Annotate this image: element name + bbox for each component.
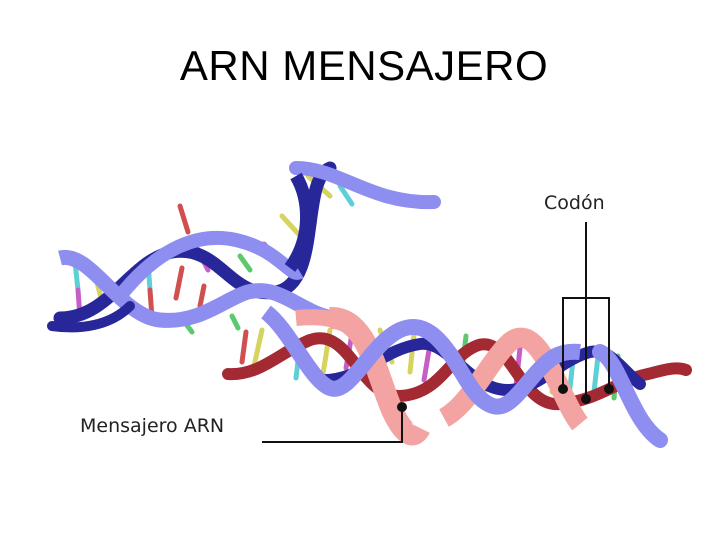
slide-title: ARN MENSAJERO bbox=[179, 42, 549, 89]
mrna-label: Mensajero ARN bbox=[80, 415, 224, 437]
codon-label: Codón bbox=[544, 192, 605, 214]
mrna-annotation: Mensajero ARN bbox=[80, 402, 407, 443]
codon-annotation: Codón bbox=[544, 192, 614, 404]
transcription-helix bbox=[222, 305, 692, 448]
unwound-dna bbox=[47, 161, 441, 335]
